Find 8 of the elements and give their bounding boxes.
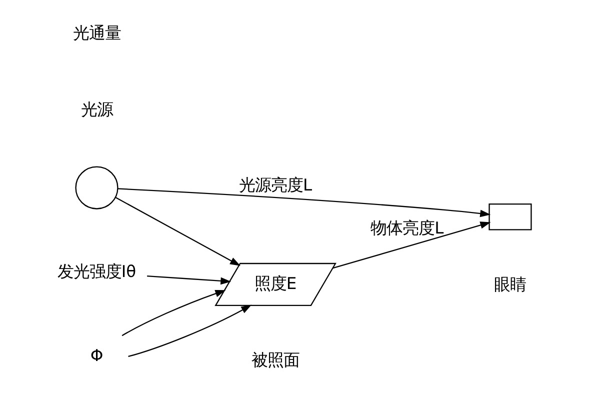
label: 光通量 (72, 23, 121, 42)
node-text: Φ (90, 346, 104, 365)
node-label: 被照面 (252, 350, 300, 370)
node-label: 眼睛 (494, 274, 526, 294)
node-text: 发光强度Iθ (57, 262, 136, 282)
node-label: 光源 (80, 100, 113, 120)
edge-label: 物体亮度L (370, 218, 444, 238)
edge-label: 光源亮度L (238, 175, 312, 194)
